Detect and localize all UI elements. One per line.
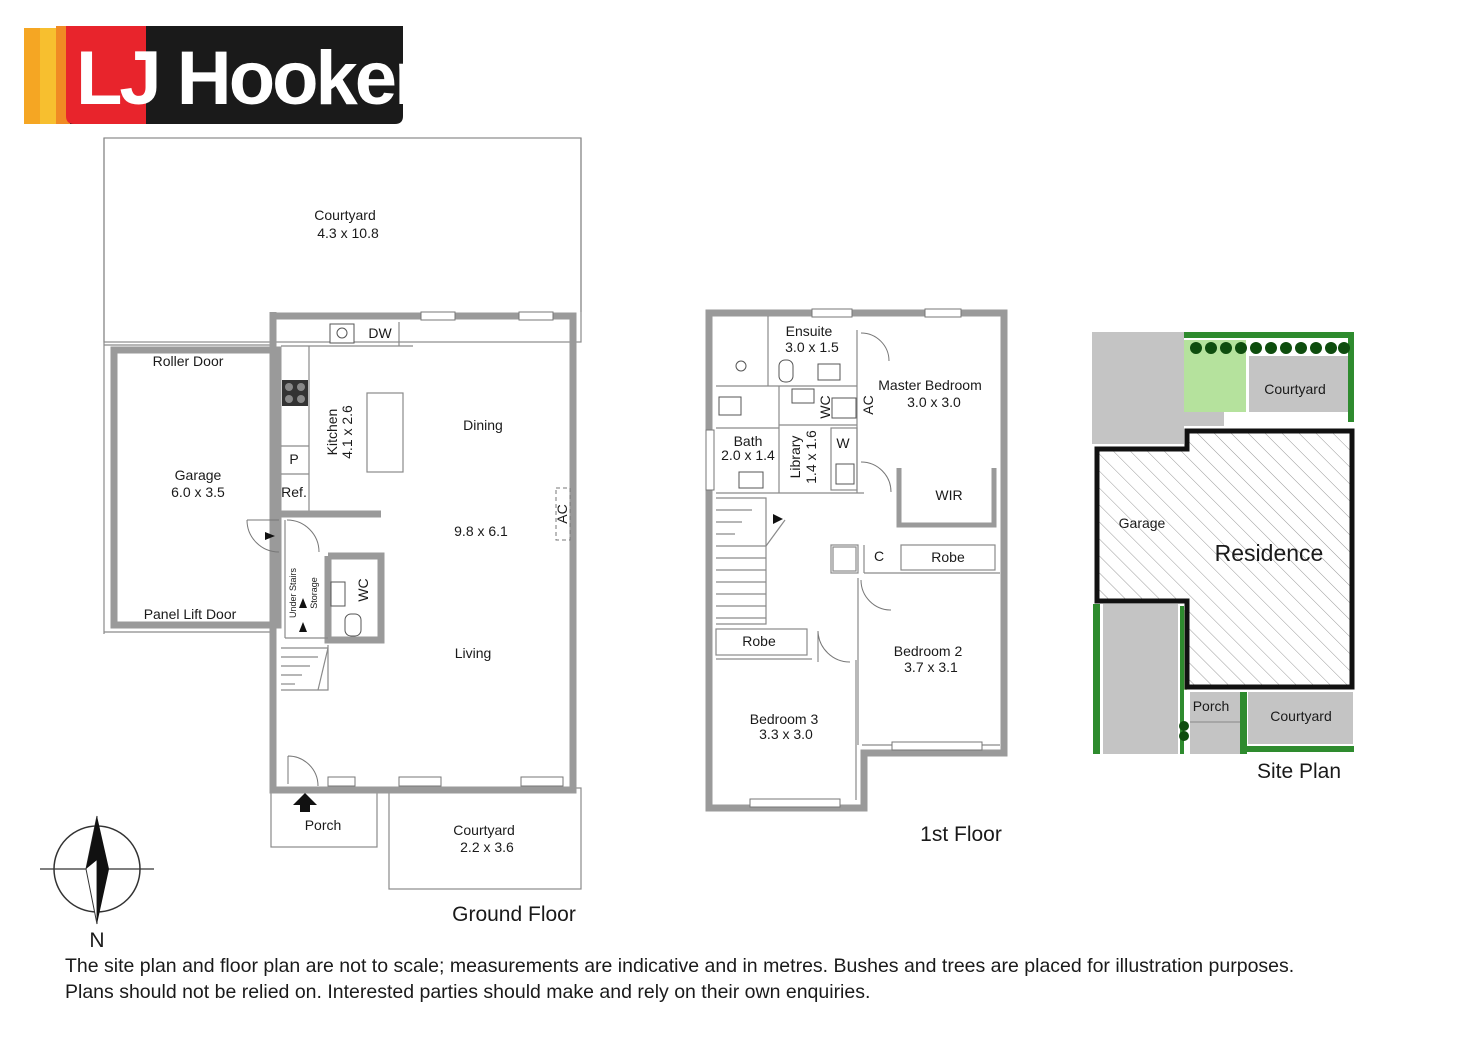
dishwasher-label: DW [368,325,392,341]
ensuite-name: Ensuite [786,323,833,339]
master-bedroom-size: 3.0 x 3.0 [907,394,961,410]
library-name: Library [787,436,803,479]
toilet-icon [778,359,794,383]
bath-name: Bath [734,433,763,449]
porch-label: Porch [305,817,342,833]
front-door [287,755,319,787]
bedroom3-size: 3.3 x 3.0 [759,726,813,742]
site-courtyard-bottom-label: Courtyard [1270,708,1331,724]
wir-label: WIR [935,487,962,503]
washer-icon [835,463,855,485]
courtyard-front-size: 2.2 x 3.6 [460,839,514,855]
cupboard-c-label: C [874,548,884,564]
staircase [716,497,786,625]
tree-icon [1179,342,1350,741]
kitchen-island [366,392,404,473]
robe-bedroom3-label: Robe [742,633,776,649]
staircase [281,645,329,691]
courtyard-rear-size: 4.3 x 10.8 [317,225,379,241]
basin-icon [791,388,815,404]
wc-label: WC [355,578,371,601]
garage-walls [110,346,282,629]
residence-footprint [1094,428,1355,690]
cooktop-icon [282,380,308,406]
basin-icon [738,471,764,489]
site-courtyard-top-label: Courtyard [1264,381,1325,397]
dining-label: Dining [463,417,503,433]
logo-text: LJ Hooker [76,36,423,121]
basin-icon [817,363,841,381]
ground-floor-title: Ground Floor [452,903,576,926]
ac-label: AC [860,395,876,414]
bedroom2-size: 3.7 x 3.1 [904,659,958,675]
toilet-icon [344,613,362,637]
robe-bedroom2-label: Robe [931,549,965,565]
wc-label: WC [817,395,833,418]
first-floor-walls [705,309,1008,812]
arrow-up-icon [299,598,307,608]
site-plan [1092,332,1355,754]
site-residence-label: Residence [1215,540,1324,566]
first-floor-plan [705,308,1008,812]
courtyard-rear-name: Courtyard [314,207,375,223]
shower-icon [735,360,747,372]
disclaimer: The site plan and floor plan are not to … [65,953,1445,1005]
courtyard-front-name: Courtyard [453,822,514,838]
compass-icon [40,815,154,925]
living-label: Living [455,645,492,661]
storage-label: Storage [309,577,319,609]
basin-icon [330,581,346,607]
garage-size: 6.0 x 3.5 [171,484,225,500]
panel-lift-door-label: Panel Lift Door [144,606,237,622]
bedroom2-name: Bedroom 2 [894,643,963,659]
ensuite-size: 3.0 x 1.5 [785,339,839,355]
site-garage-label: Garage [1119,515,1166,531]
ground-floor-plan [103,137,582,890]
window [520,776,564,787]
linen-w-label: W [836,435,850,451]
first-floor-title: 1st Floor [920,823,1002,846]
master-bedroom-name: Master Bedroom [878,377,981,393]
under-stairs-label: Under Stairs [288,567,298,618]
living-dining-size: 9.8 x 6.1 [454,523,508,539]
disclaimer-line-1: The site plan and floor plan are not to … [65,955,1295,977]
pantry-label: P [289,451,298,467]
toilet-icon [831,397,857,419]
bath-size: 2.0 x 1.4 [721,447,775,463]
window [420,311,456,321]
compass-north-label: N [89,929,104,952]
disclaimer-line-2: Plans should not be relied on. Intereste… [65,981,871,1003]
window [518,311,554,321]
ac-label: AC [554,504,570,523]
house-walls [269,312,577,794]
entry-arrow-icon [293,793,317,812]
arrow-up-icon [299,622,307,632]
hedge [1093,332,1354,754]
library-size: 1.4 x 1.6 [803,430,819,484]
bedroom3-name: Bedroom 3 [750,711,819,727]
fridge-label: Ref. [281,484,307,500]
kitchen-name: Kitchen [324,409,340,456]
ac-unit [555,487,571,541]
garage-name: Garage [175,467,222,483]
window [398,776,442,787]
window [327,776,356,787]
lj-hooker-logo: LJ Hooker [24,26,426,124]
kitchen-size: 4.1 x 2.6 [339,405,355,459]
bath-tap-icon [718,396,742,416]
site-porch-label: Porch [1193,698,1230,714]
roller-door-label: Roller Door [153,353,224,369]
site-plan-title: Site Plan [1257,760,1341,783]
